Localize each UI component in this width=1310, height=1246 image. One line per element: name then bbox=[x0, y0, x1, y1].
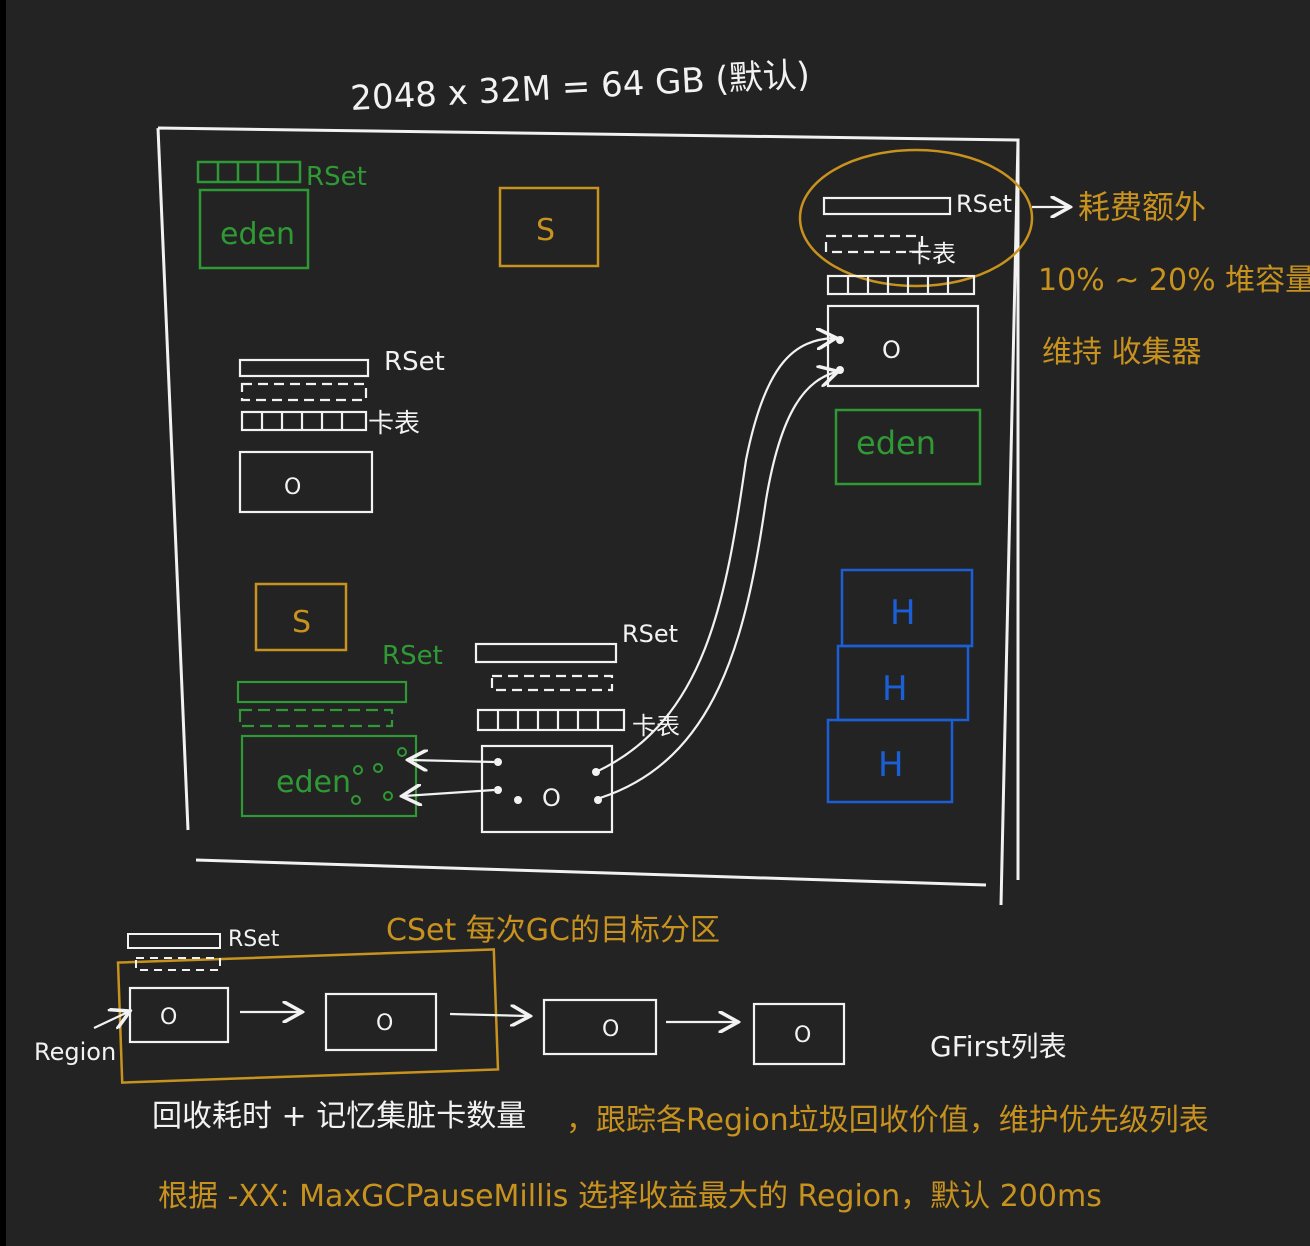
old-label-list-1: O bbox=[160, 1005, 177, 1030]
rset-label-cset: RSet bbox=[228, 927, 280, 952]
heap-border bbox=[156, 126, 1020, 906]
survivor-region-bottom bbox=[254, 582, 348, 652]
gfirst-label: GFirst列表 bbox=[930, 1030, 1067, 1063]
humongous-regions bbox=[826, 568, 974, 804]
rset-label-bottom-left: RSet bbox=[382, 641, 443, 671]
diagram-title: 2048 x 32M = 64 GB (默认) bbox=[349, 55, 811, 119]
note-line-1-yellow: ，跟踪各Region垃圾回收价值，维护优先级列表 bbox=[566, 1103, 1209, 1138]
old-label-middle-left: O bbox=[284, 475, 301, 500]
overhead-heap-percent: 10% ~ 20% 堆容量 bbox=[1038, 263, 1310, 298]
rset-overhead-circle bbox=[798, 148, 1034, 288]
rset-label-top-left: RSet bbox=[306, 162, 367, 192]
rset-label-top-right: RSet bbox=[956, 190, 1012, 218]
survivor-region-top bbox=[498, 186, 600, 268]
card-table-label-bottom-middle: 卡表 bbox=[632, 712, 680, 740]
eden-region-bottom-left bbox=[236, 680, 418, 818]
old-label-list-4: O bbox=[794, 1023, 811, 1048]
eden-region-right bbox=[834, 408, 982, 486]
old-region-bottom-middle bbox=[474, 642, 626, 834]
old-label-bottom-middle: O bbox=[542, 784, 561, 812]
eden-region-top-left bbox=[196, 160, 310, 270]
humongous-label-2: H bbox=[882, 669, 908, 709]
reference-arrows bbox=[404, 338, 836, 798]
gfirst-region-list bbox=[93, 986, 846, 1066]
g1-region-diagram: 2048 x 32M = 64 GB (默认) RSet eden S RSet… bbox=[34, 55, 1310, 1214]
cset-region-1-rset bbox=[127, 933, 221, 971]
cset-label: CSet 每次GC的目标分区 bbox=[386, 913, 720, 948]
note-line-2: 根据 -XX: MaxGCPauseMillis 选择收益最大的 Region，… bbox=[158, 1179, 1102, 1214]
region-label: Region bbox=[34, 1038, 116, 1066]
humongous-label-3: H bbox=[878, 745, 904, 785]
survivor-label-top: S bbox=[536, 213, 555, 248]
rset-label-middle-left: RSet bbox=[384, 347, 445, 377]
overhead-maintain-collector: 维持 收集器 bbox=[1042, 335, 1202, 370]
old-region-middle-left bbox=[238, 358, 374, 514]
note-line-1-white: 回收耗时 + 记忆集脏卡数量 bbox=[152, 1099, 526, 1134]
old-label-top-right: O bbox=[882, 336, 901, 364]
humongous-label-1: H bbox=[890, 593, 916, 633]
eden-label-right: eden bbox=[856, 424, 936, 462]
overhead-arrow-text: 耗费额外 bbox=[1078, 188, 1206, 226]
old-region-top-right bbox=[822, 196, 980, 388]
rset-label-bottom-middle: RSet bbox=[622, 620, 678, 648]
old-label-list-2: O bbox=[376, 1011, 393, 1036]
old-label-list-3: O bbox=[602, 1017, 619, 1042]
card-table-label-top-right: 卡表 bbox=[908, 240, 956, 268]
eden-label-bottom-left: eden bbox=[276, 765, 351, 800]
eden-label-top-left: eden bbox=[220, 217, 295, 252]
survivor-label-bottom: S bbox=[292, 605, 311, 640]
card-table-label-middle-left: 卡表 bbox=[368, 409, 420, 439]
